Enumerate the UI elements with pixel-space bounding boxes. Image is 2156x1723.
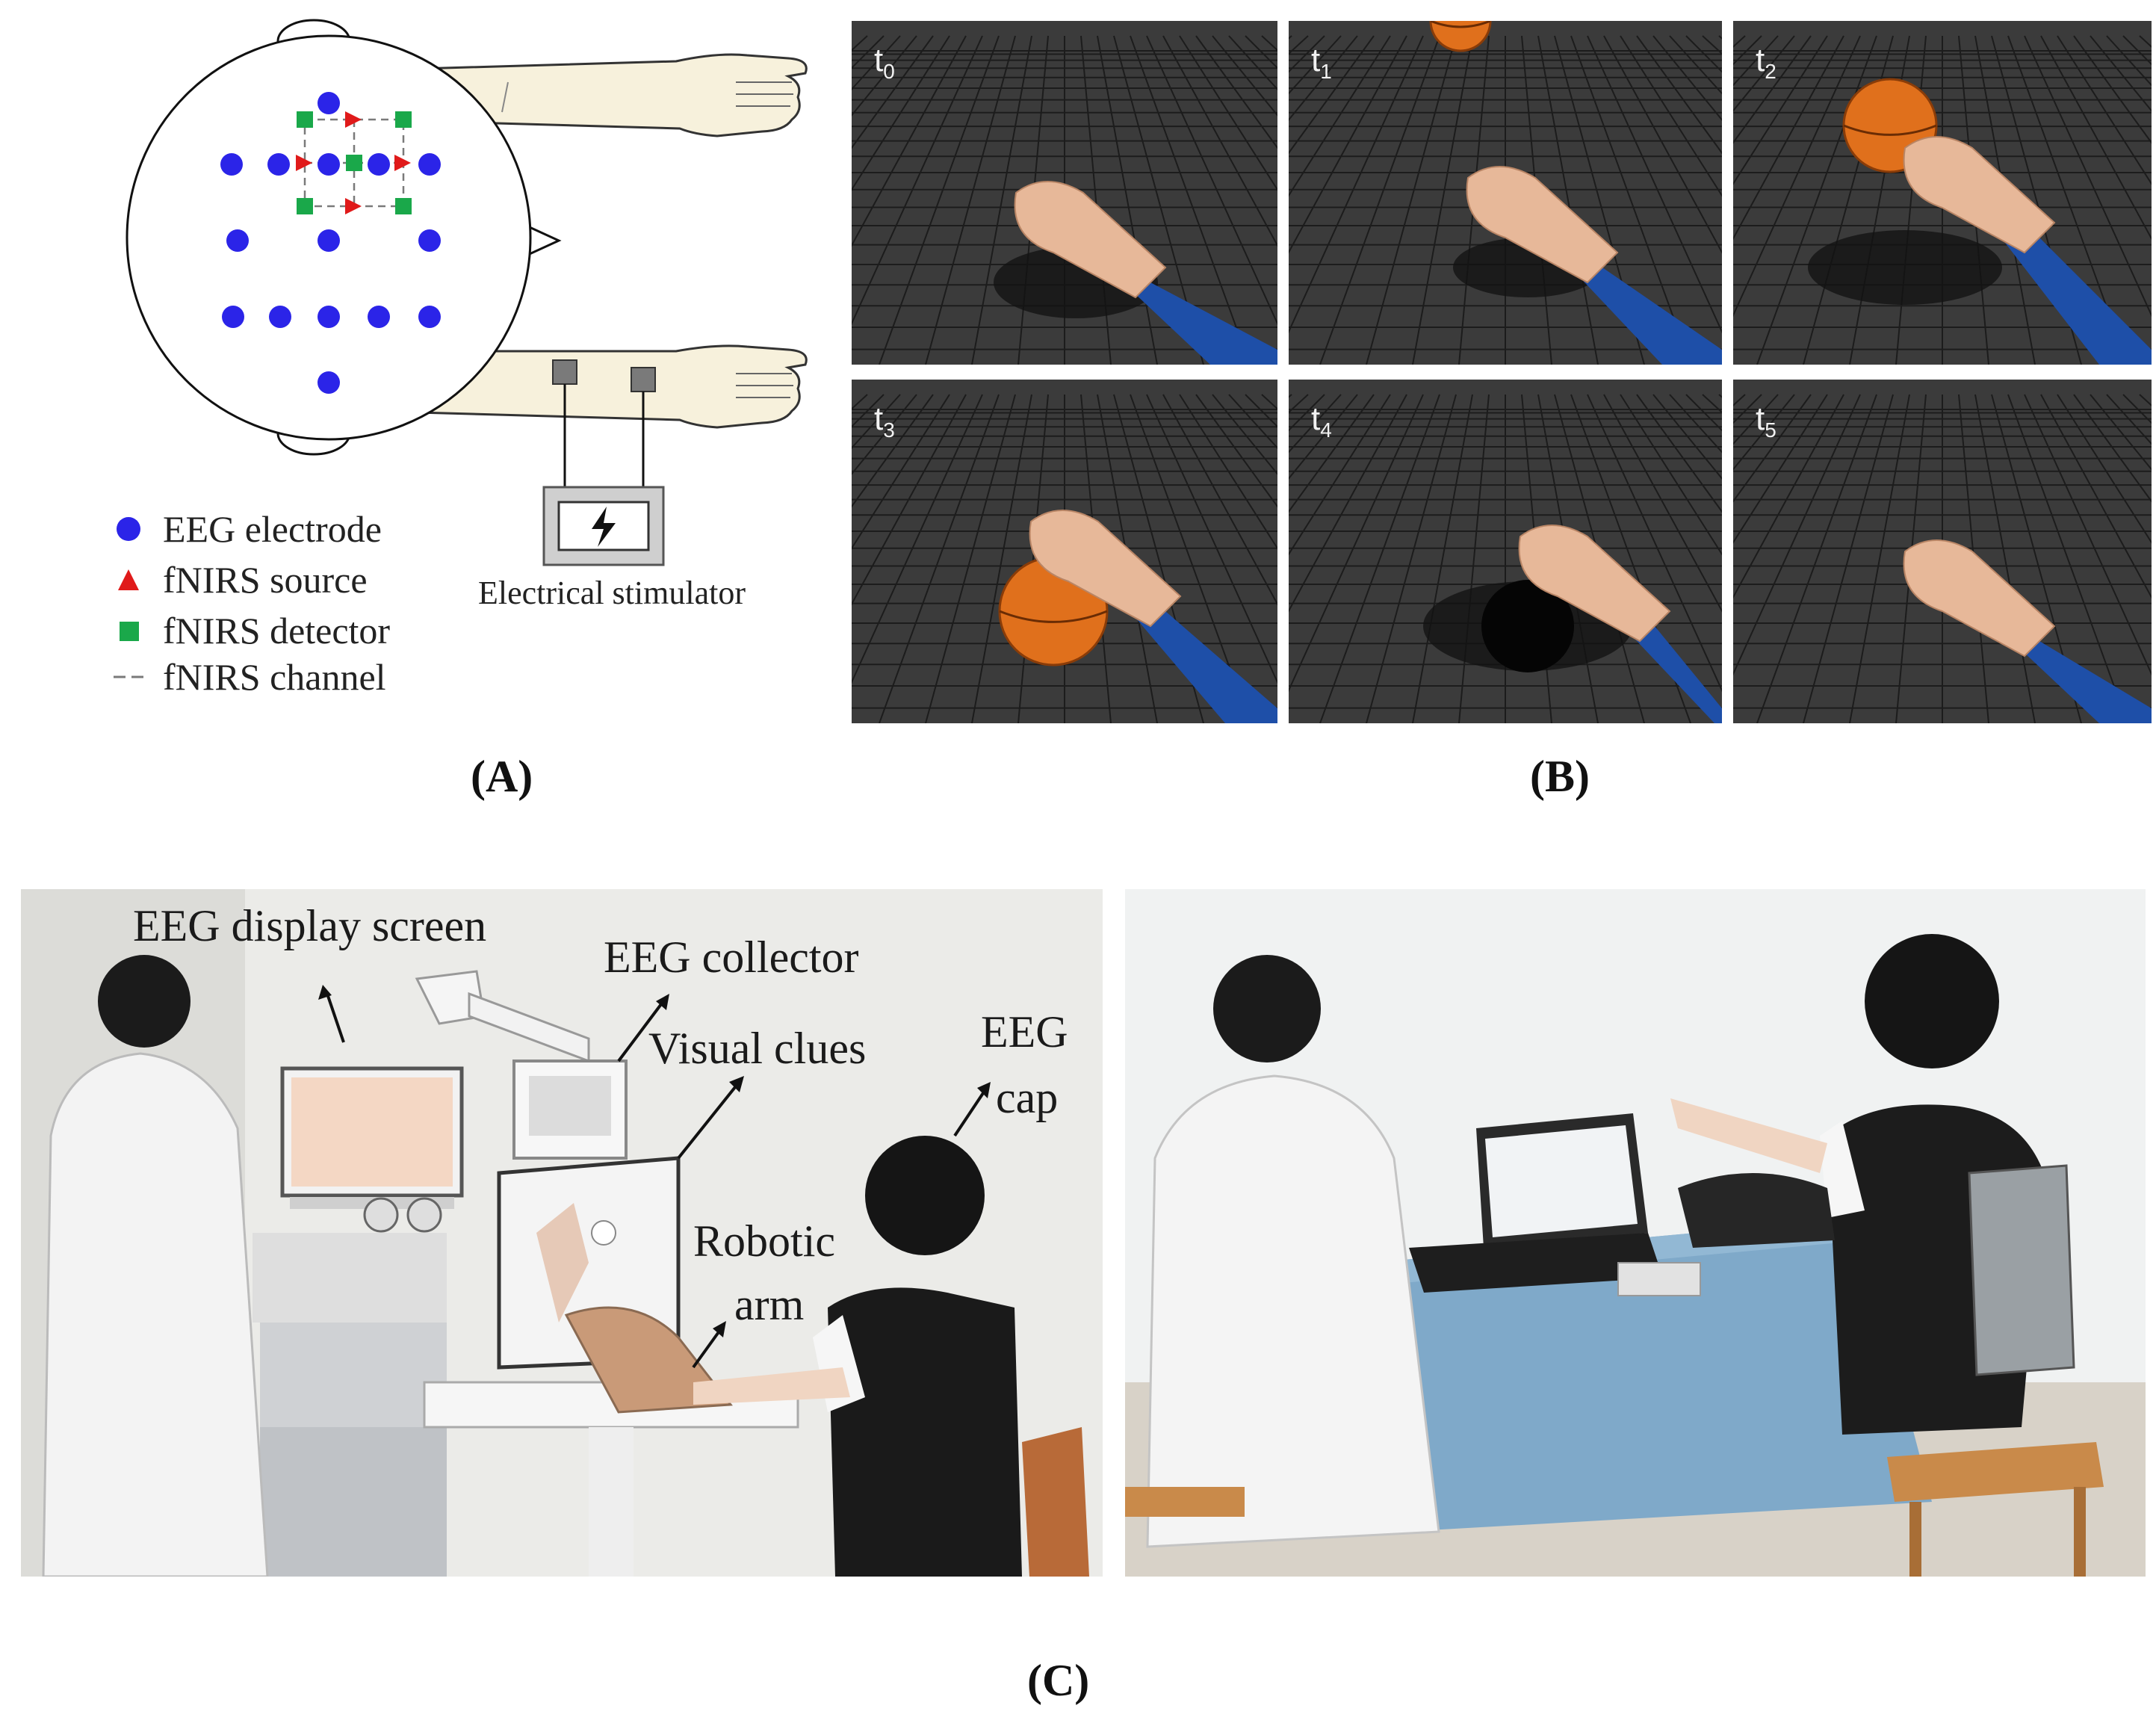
frame-time-label: t2 xyxy=(1756,42,1776,84)
grid-floor xyxy=(1289,380,1722,723)
frame-time-letter: t xyxy=(1311,42,1321,78)
triangle-icon xyxy=(112,566,145,593)
grid-floor xyxy=(1733,21,2152,365)
label-eeg-cap-1: EEG xyxy=(981,1007,1068,1057)
frame-time-label: t5 xyxy=(1756,400,1776,442)
frame-time-label: t0 xyxy=(874,42,895,84)
grid-floor xyxy=(1289,21,1722,365)
vr-frame-4: t4 xyxy=(1289,380,1722,723)
stimulator-illustration xyxy=(542,359,665,566)
legend-label: fNIRS channel xyxy=(163,656,386,698)
fnirs-sources xyxy=(296,111,411,214)
label-robotic-1: Robotic xyxy=(693,1216,835,1266)
legend-label: EEG electrode xyxy=(163,508,382,550)
frame-time-letter: t xyxy=(1311,400,1321,437)
label-eeg-cap-2: cap xyxy=(996,1073,1059,1122)
photo-left-lab-setup: EEG display screen EEG collector Visual … xyxy=(21,889,1103,1577)
photo-right-lab-setup xyxy=(1125,889,2146,1577)
arrow-visual-clues xyxy=(677,1082,740,1160)
vr-frame-3: t3 xyxy=(852,380,1277,723)
label-eeg-display-screen: EEG display screen xyxy=(133,901,487,950)
frame-time-subscript: 5 xyxy=(1765,418,1776,442)
frame-time-subscript: 2 xyxy=(1765,59,1776,83)
vr-frame-0: t0 xyxy=(852,21,1277,365)
fnirs-detectors xyxy=(297,111,412,214)
arrow-robotic-arm xyxy=(692,1328,722,1369)
arrow-collector xyxy=(617,1000,665,1062)
vr-frame-5: t5 xyxy=(1733,380,2152,723)
upper-arm-illustration xyxy=(417,53,808,137)
label-robotic-2: arm xyxy=(734,1280,805,1329)
frame-time-letter: t xyxy=(874,400,884,437)
lightning-icon xyxy=(592,507,616,547)
caption-c: (C) xyxy=(1027,1656,1090,1705)
eeg-electrodes xyxy=(220,92,441,394)
vr-frame-1: t1 xyxy=(1289,21,1722,365)
square-icon xyxy=(112,617,145,644)
frame-time-subscript: 0 xyxy=(883,59,895,83)
frame-time-label: t4 xyxy=(1311,400,1332,442)
legend-label: fNIRS source xyxy=(163,559,368,601)
lab-scene-left xyxy=(21,889,1103,1577)
panel-a-montage: EEG electrode fNIRS source fNIRS detecto… xyxy=(0,0,844,747)
caption-b: (B) xyxy=(1530,752,1590,801)
caption-a: (A) xyxy=(471,752,533,801)
lab-scene-right xyxy=(1125,889,2146,1577)
frame-time-subscript: 3 xyxy=(883,418,895,442)
legend-fnirs-detector: fNIRS detector xyxy=(112,607,390,655)
stimulator-label: Electrical stimulator xyxy=(478,575,746,611)
frame-time-label: t1 xyxy=(1311,42,1332,84)
frame-time-label: t3 xyxy=(874,400,895,442)
frame-time-letter: t xyxy=(1756,400,1765,437)
lower-arm-illustration xyxy=(417,344,808,429)
legend-fnirs-source: fNIRS source xyxy=(112,556,368,604)
legend-label: fNIRS detector xyxy=(163,610,391,652)
legend-eeg-electrode: EEG electrode xyxy=(112,505,382,553)
frame-time-subscript: 4 xyxy=(1320,418,1332,442)
frame-time-subscript: 1 xyxy=(1320,59,1332,83)
frame-time-letter: t xyxy=(1756,42,1765,78)
dash-icon xyxy=(112,663,145,690)
label-visual-clues: Visual clues xyxy=(648,1024,867,1073)
label-eeg-collector: EEG collector xyxy=(604,932,859,982)
arrow-display-screen xyxy=(326,993,345,1043)
legend-fnirs-channel: fNIRS channel xyxy=(112,653,386,701)
arrow-eeg-cap xyxy=(953,1089,986,1137)
montage-diagram xyxy=(126,19,808,566)
grid-floor xyxy=(852,380,1277,723)
frame-time-letter: t xyxy=(874,42,884,78)
grid-floor xyxy=(1733,380,2152,723)
vr-frame-2: t2 xyxy=(1733,21,2152,365)
grid-floor xyxy=(852,21,1277,365)
circle-icon xyxy=(112,516,145,542)
